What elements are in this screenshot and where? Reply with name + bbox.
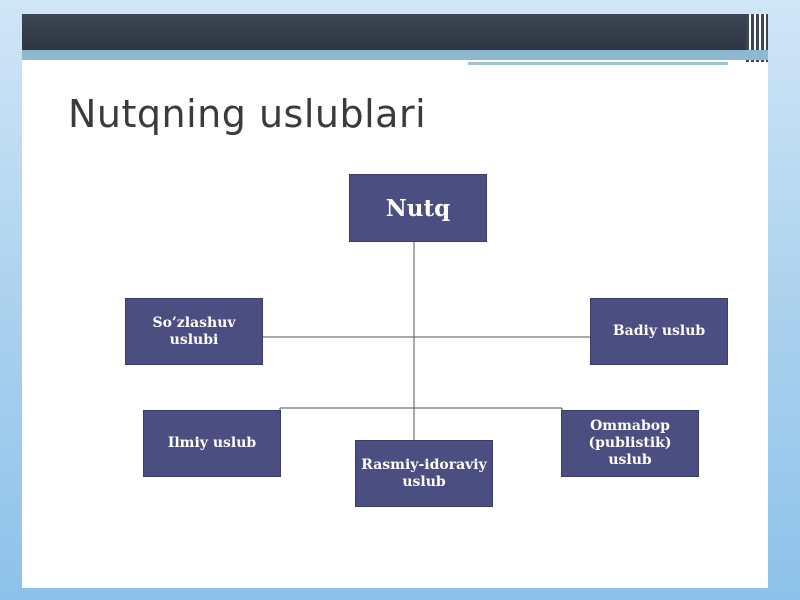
node-rasmiy-idoraviy-uslub: Rasmiy-idoraviy uslub bbox=[355, 440, 493, 507]
header-accent-line bbox=[468, 62, 728, 65]
node-ilmiy-uslub-label: Ilmiy uslub bbox=[167, 435, 257, 451]
node-badiy-uslub: Badiy uslub bbox=[590, 298, 728, 365]
node-ommabop-uslub-label: Ommabop (publistik) uslub bbox=[588, 418, 672, 468]
node-sozlashuv-uslubi-label: So’zlashuv uslubi bbox=[152, 314, 236, 348]
node-nutq-label: Nutq bbox=[385, 194, 451, 222]
node-nutq: Nutq bbox=[349, 174, 487, 242]
node-ommabop-uslub: Ommabop (publistik) uslub bbox=[561, 410, 699, 477]
header-accent-bar bbox=[22, 50, 768, 60]
node-sozlashuv-uslubi: So’zlashuv uslubi bbox=[125, 298, 263, 365]
node-badiy-uslub-label: Badiy uslub bbox=[612, 323, 706, 339]
header-bar bbox=[22, 14, 768, 50]
node-ilmiy-uslub: Ilmiy uslub bbox=[143, 410, 281, 477]
slide-title: Nutqning uslublari bbox=[68, 92, 427, 136]
node-rasmiy-idoraviy-uslub-label: Rasmiy-idoraviy uslub bbox=[361, 456, 487, 490]
